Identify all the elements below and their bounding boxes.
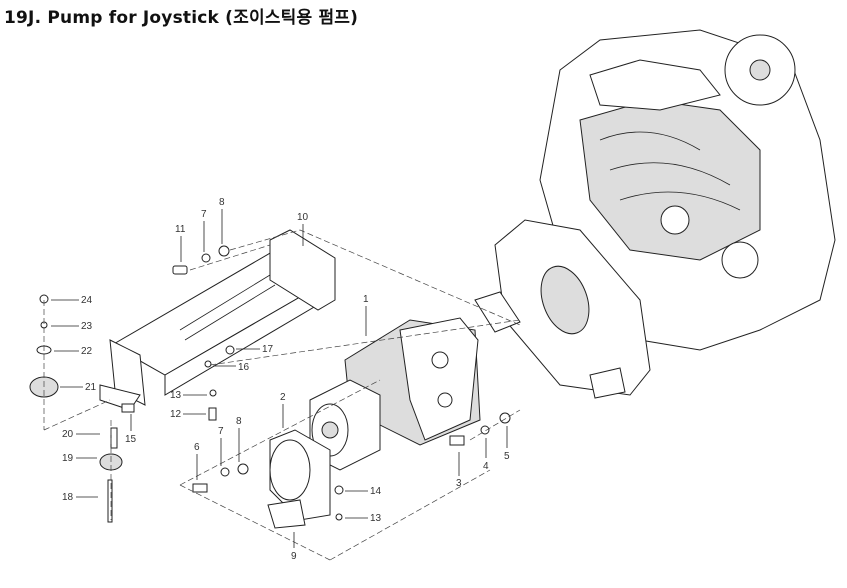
flywheel-housing [474, 219, 651, 399]
callout-14: 14 [370, 486, 382, 497]
engine-assembly [539, 29, 836, 351]
callout-17: 17 [262, 344, 274, 355]
page-title: 19J. Pump for Joystick (조이스틱용 펌프) [4, 8, 359, 28]
callout-16: 16 [238, 362, 250, 373]
pump-bracket [99, 229, 336, 411]
callout-18: 18 [62, 492, 74, 503]
callout-5: 5 [504, 451, 510, 462]
callout-3: 3 [456, 478, 462, 489]
callout-13-left: 13 [170, 390, 182, 401]
callout-8-bottom: 8 [236, 416, 242, 427]
callout-19: 19 [62, 453, 74, 464]
callout-23: 23 [81, 321, 93, 332]
callout-10: 10 [297, 212, 309, 223]
callout-20: 20 [62, 429, 74, 440]
callout-6: 6 [194, 442, 200, 453]
callout-7-bottom: 7 [218, 426, 224, 437]
callout-1: 1 [363, 294, 369, 305]
callout-15: 15 [125, 434, 137, 445]
callout-24: 24 [81, 295, 93, 306]
callout-12: 12 [170, 409, 182, 420]
callout-11: 11 [175, 224, 186, 235]
callouts: 1 2 3 4 5 6 7 7 8 8 9 10 11 12 13 13 14 … [51, 197, 510, 562]
callout-13-right: 13 [370, 513, 382, 524]
callout-9: 9 [291, 551, 297, 562]
callout-21: 21 [85, 382, 97, 393]
callout-2: 2 [280, 392, 286, 403]
callout-7-top: 7 [201, 209, 207, 220]
callout-8-top: 8 [219, 197, 225, 208]
callout-22: 22 [81, 346, 93, 357]
hydraulic-pump [267, 317, 481, 529]
callout-4: 4 [483, 461, 489, 472]
